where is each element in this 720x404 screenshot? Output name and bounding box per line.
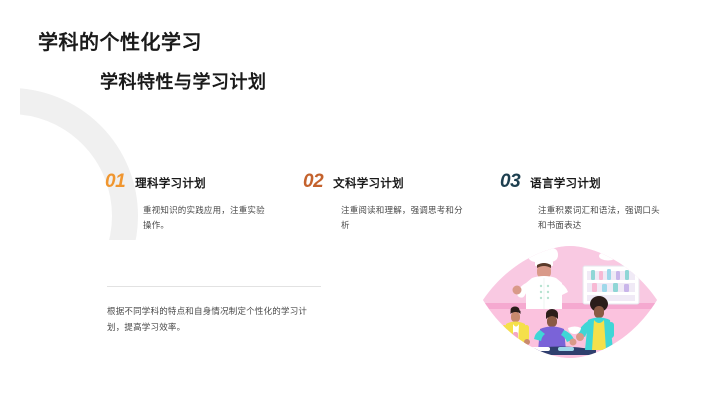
plan-column-1-body: 重视知识的实践应用，注重实验操作。 (143, 205, 265, 230)
plan-column-3-body: 注重积累词汇和语法，强调口头和书面表达 (538, 205, 660, 230)
plan-column-1: 01 理科学习计划 重视知识的实践应用，注重实验操作。 (105, 172, 290, 233)
plan-column-3-number: 03 (500, 171, 521, 192)
plan-column-1-number: 01 (105, 171, 126, 192)
summary-divider (107, 286, 321, 287)
plan-column-1-header: 01 理科学习计划 (105, 172, 290, 191)
summary-text: 根据不同学科的特点和自身情况制定个性化的学习计划，提高学习效率。 (107, 306, 308, 332)
background-arc-mask-top (0, 60, 20, 190)
plan-column-3-header: 03 语言学习计划 (500, 172, 685, 191)
plan-column-2-header: 02 文科学习计划 (303, 172, 488, 191)
page-subtitle: 学科特性与学习计划 (100, 72, 267, 92)
cooking-class-illustration (480, 244, 660, 360)
plan-column-3-title: 语言学习计划 (530, 178, 601, 190)
plan-column-2: 02 文科学习计划 注重阅读和理解，强调思考和分析 (303, 172, 488, 233)
plan-column-2-number: 02 (303, 171, 324, 192)
page-title: 学科的个性化学习 (38, 32, 202, 54)
plan-column-2-title: 文科学习计划 (333, 178, 404, 190)
plan-column-1-title: 理科学习计划 (135, 178, 206, 190)
plan-column-3: 03 语言学习计划 注重积累词汇和语法，强调口头和书面表达 (500, 172, 685, 233)
plan-column-2-body: 注重阅读和理解，强调思考和分析 (341, 205, 463, 230)
